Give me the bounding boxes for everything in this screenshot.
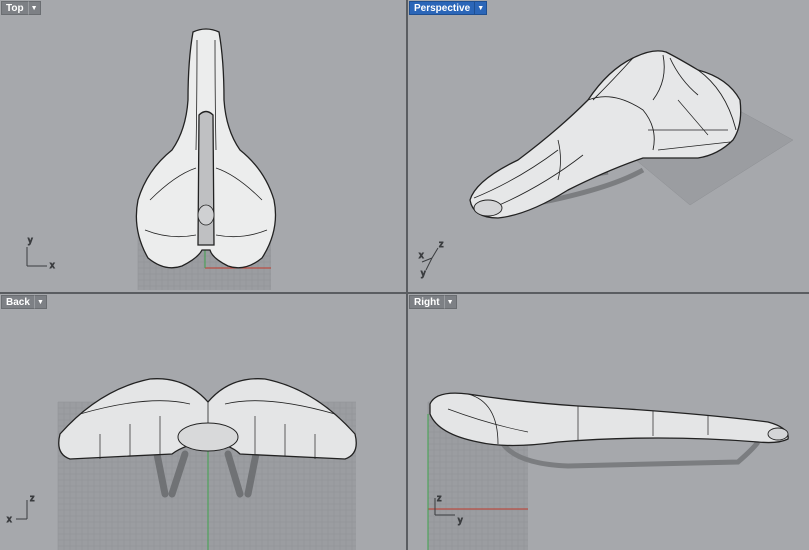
axis-label-y: y bbox=[458, 515, 463, 525]
saddle-perspective-view bbox=[469, 50, 742, 219]
axis-label-z: z bbox=[437, 493, 442, 503]
axis-gizmo: z y bbox=[434, 493, 464, 526]
viewport-tab-perspective[interactable]: Perspective ▼ bbox=[409, 1, 488, 15]
axis-label-y: y bbox=[421, 268, 426, 278]
chevron-down-icon[interactable]: ▼ bbox=[27, 1, 41, 15]
axis-label-y: y bbox=[28, 235, 33, 245]
axis-gizmo: z x y bbox=[419, 239, 445, 279]
viewport-title[interactable]: Top bbox=[1, 1, 28, 15]
saddle-top-view bbox=[135, 28, 277, 269]
axis-label-x: x bbox=[50, 260, 55, 270]
viewport-tab-top[interactable]: Top ▼ bbox=[1, 1, 41, 15]
viewport-title[interactable]: Perspective bbox=[409, 1, 475, 15]
viewport-tab-back[interactable]: Back ▼ bbox=[1, 295, 47, 309]
viewport-right[interactable]: Right ▼ z y bbox=[408, 294, 809, 550]
chevron-down-icon[interactable]: ▼ bbox=[33, 295, 47, 309]
viewport-title[interactable]: Right bbox=[409, 295, 444, 309]
back-scene: z x bbox=[7, 378, 357, 550]
right-scene: z y bbox=[427, 392, 789, 550]
axis-gizmo: z x bbox=[7, 493, 36, 525]
top-scene: y x bbox=[26, 28, 277, 290]
perspective-scene: z x y bbox=[419, 50, 794, 279]
saddle-right-view bbox=[429, 392, 789, 447]
saddle-back-view bbox=[58, 378, 357, 460]
axis-label-x: x bbox=[419, 250, 424, 260]
viewport-title[interactable]: Back bbox=[1, 295, 34, 309]
axis-label-z: z bbox=[30, 493, 35, 503]
saddle-rails bbox=[501, 440, 761, 469]
axis-gizmo: y x bbox=[26, 235, 56, 271]
axis-label-x: x bbox=[7, 514, 12, 524]
viewport-tab-right[interactable]: Right ▼ bbox=[409, 295, 457, 309]
viewport-top[interactable]: Top ▼ y x bbox=[0, 0, 406, 292]
viewport-perspective[interactable]: Perspective ▼ z x y bbox=[408, 0, 809, 292]
viewport-back[interactable]: Back ▼ z x bbox=[0, 294, 406, 550]
axis-label-z: z bbox=[439, 239, 444, 249]
chevron-down-icon[interactable]: ▼ bbox=[443, 295, 457, 309]
chevron-down-icon[interactable]: ▼ bbox=[474, 1, 488, 15]
